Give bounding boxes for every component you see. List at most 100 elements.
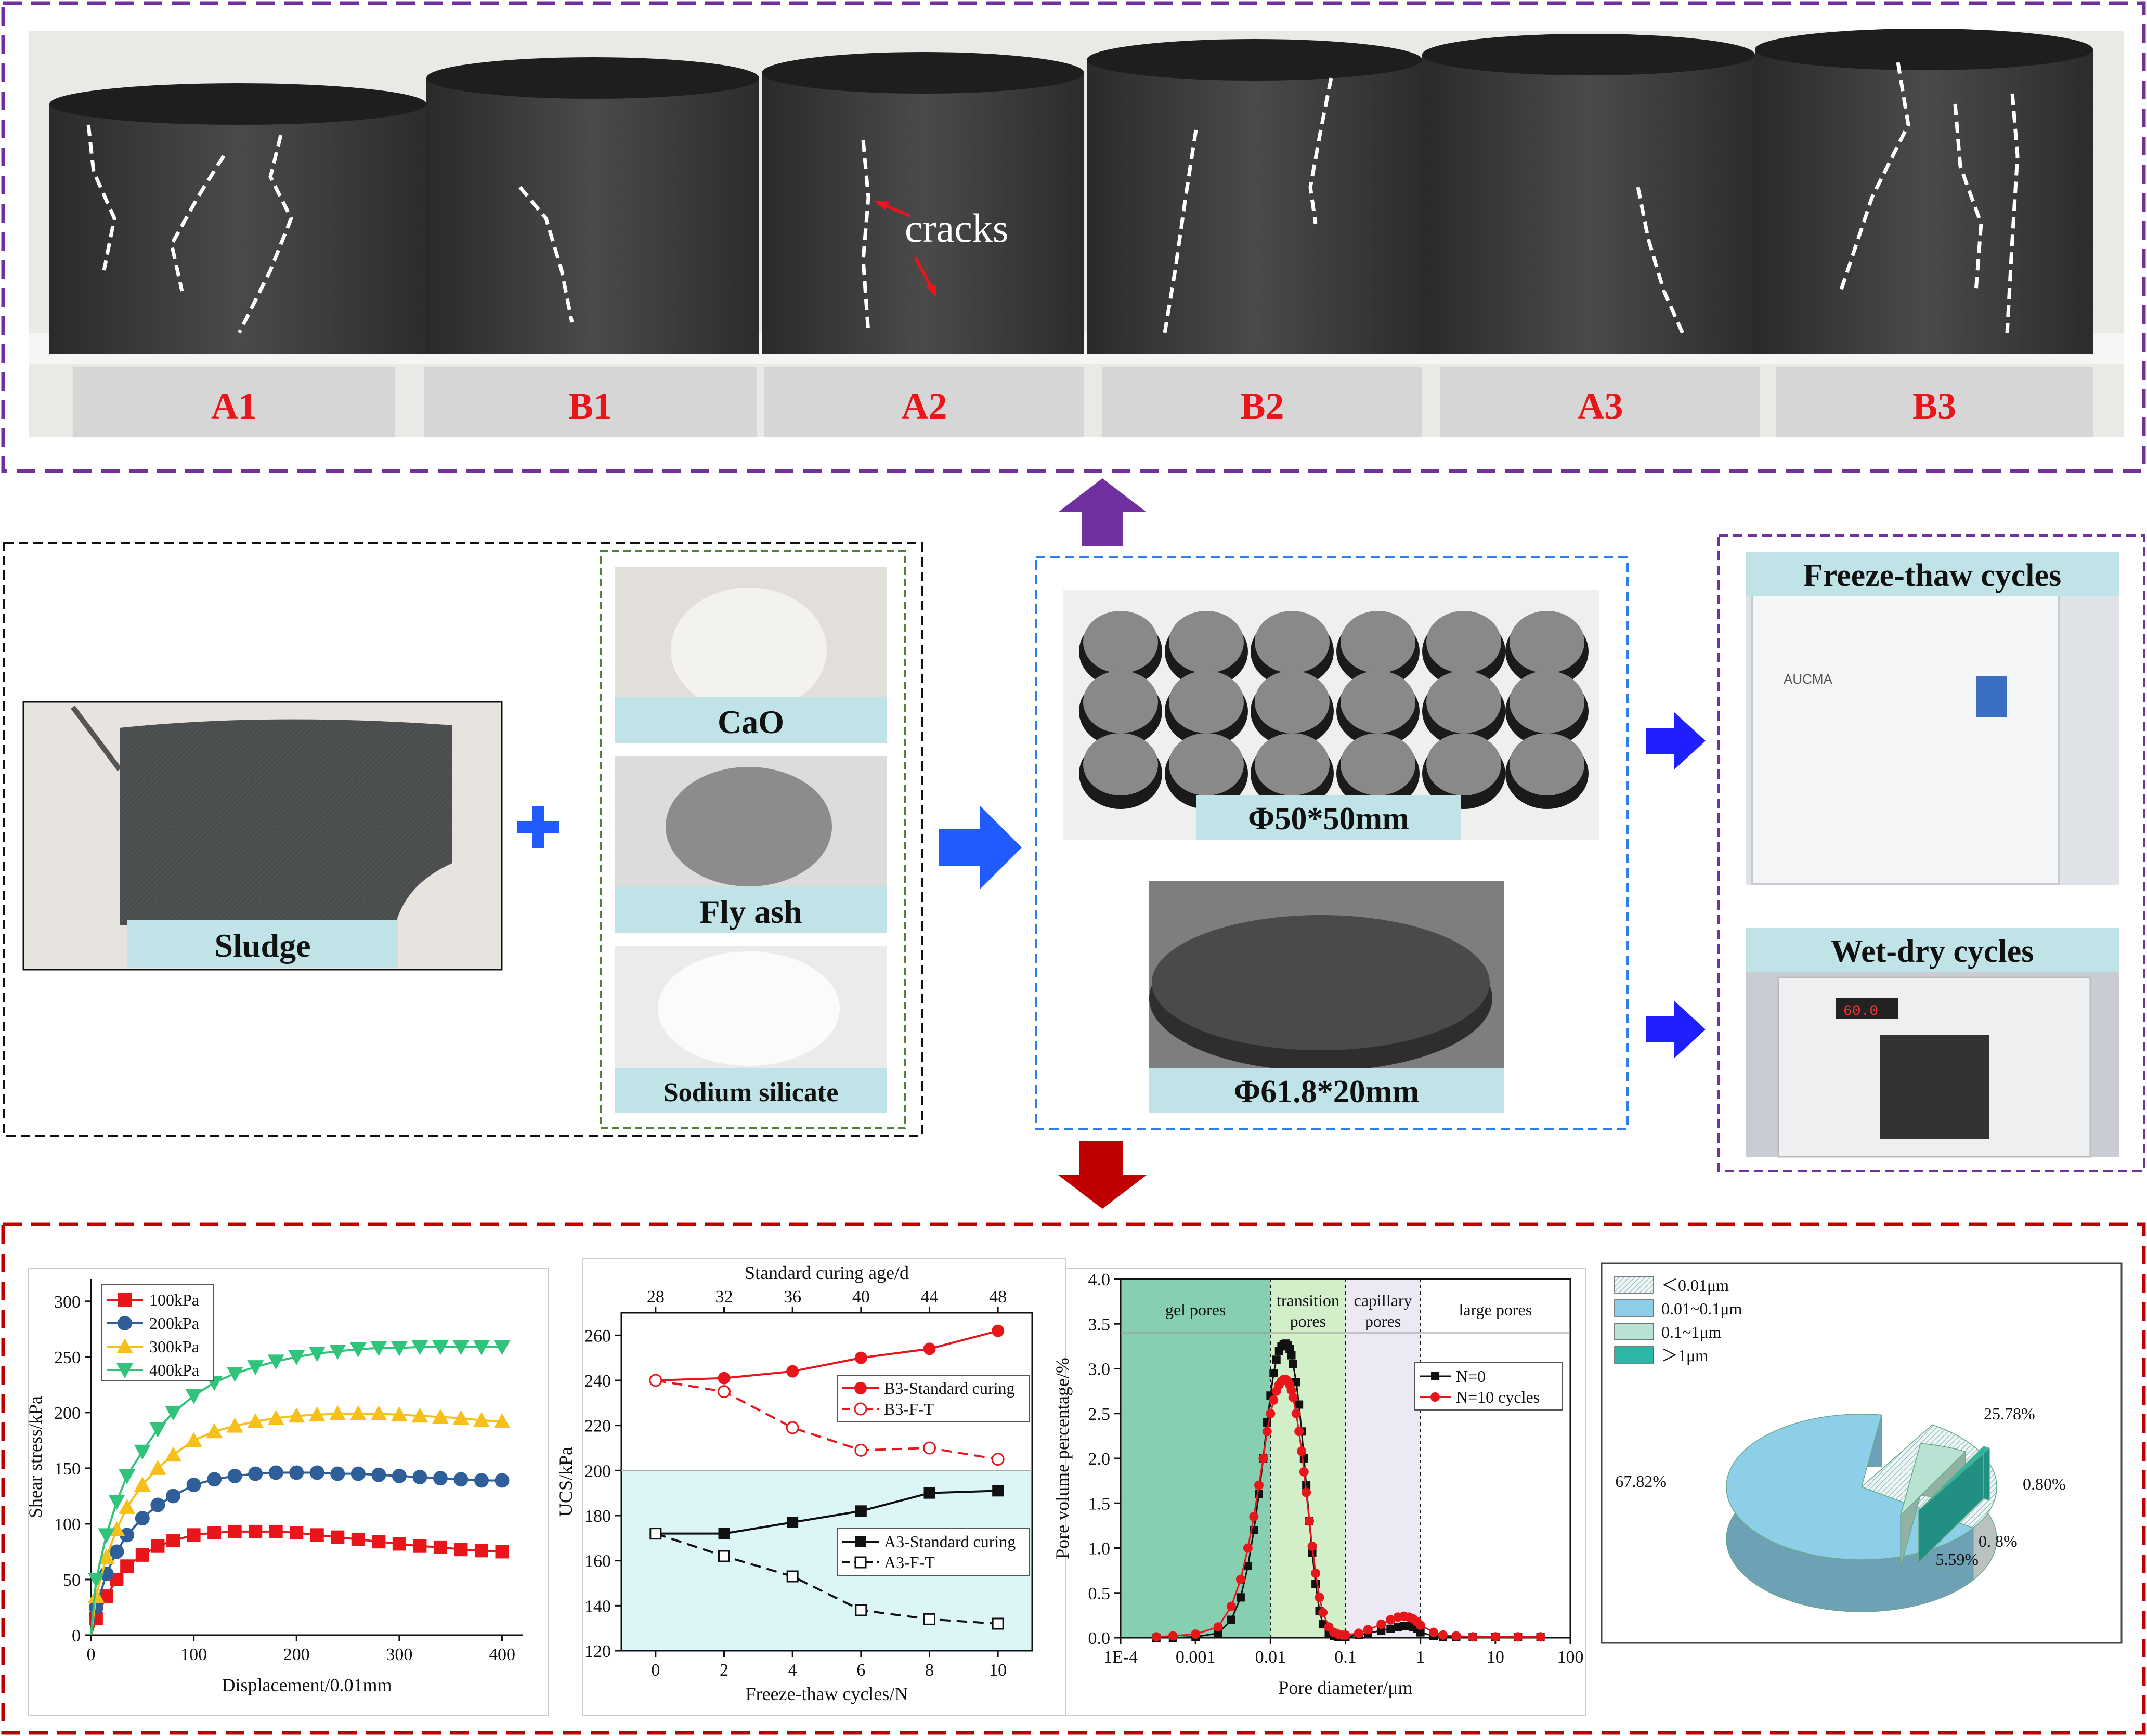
- data-point-A3-F-T: [718, 1550, 730, 1562]
- specimens-border: [1035, 556, 1629, 1130]
- data-point-B3-F-T: [649, 1374, 662, 1387]
- data-point-N=0: [1214, 1629, 1222, 1638]
- data-point-400kPa: [432, 1340, 449, 1355]
- legend-label: 0.1~1μm: [1661, 1323, 1721, 1341]
- legend-label: 400kPa: [149, 1361, 199, 1379]
- data-point-N=0: [1295, 1400, 1304, 1409]
- specimen-cylinder-top: [1755, 29, 2093, 70]
- legend-label: ＜0.01μm: [1661, 1276, 1729, 1295]
- y-tick-label: 200: [584, 1461, 611, 1481]
- arrow-down-red: [1058, 1141, 1147, 1209]
- legend-marker: [854, 1402, 867, 1416]
- x-top-tick-label: 36: [784, 1287, 801, 1307]
- data-point-300kPa: [134, 1477, 151, 1492]
- data-point-200kPa: [350, 1466, 366, 1481]
- specimen-cylinder: [426, 78, 759, 354]
- series-line-A3-F-T: [655, 1532, 998, 1625]
- data-point-N=10 cycles: [1307, 1542, 1317, 1551]
- legend-swatch: [1614, 1276, 1654, 1294]
- x-tick-label: 100: [1557, 1648, 1584, 1667]
- crack-line: [861, 140, 870, 333]
- data-point-N=10 cycles: [1490, 1632, 1500, 1642]
- data-point-200kPa: [150, 1497, 165, 1512]
- specimen-cylinder: [762, 73, 1084, 354]
- y-tick-label: 220: [584, 1417, 611, 1436]
- x-tick-label: 6: [856, 1661, 865, 1680]
- specimen-label: B1: [568, 385, 612, 427]
- crack-line: [1308, 77, 1333, 224]
- crack-line: [237, 135, 293, 334]
- specimen-label-box: [1102, 367, 1422, 437]
- data-point-N=10 cycles: [1258, 1454, 1268, 1463]
- data-point-N=10 cycles: [1429, 1627, 1439, 1637]
- conditions-panel: AUCMA Freeze-thaw cycles 60.0 Wet-dry cy…: [1717, 534, 2145, 1172]
- x-tick-label: 4: [788, 1661, 797, 1680]
- data-point-200kPa: [474, 1473, 489, 1488]
- data-point-300kPa: [206, 1423, 223, 1439]
- pie-value-label: 25.78%: [1984, 1404, 2035, 1423]
- specimens-panel: Φ50*50mm Φ61.8*20mm: [1035, 556, 1629, 1130]
- wet-dry-label: Wet-dry cycles: [1831, 934, 2034, 969]
- data-point-300kPa: [247, 1413, 264, 1428]
- data-point-200kPa: [495, 1473, 510, 1488]
- region-label: large pores: [1459, 1300, 1532, 1319]
- x-tick-label: 0.1: [1334, 1648, 1357, 1667]
- data-point-200kPa: [330, 1466, 345, 1481]
- y-tick-label: 160: [584, 1552, 611, 1571]
- specimen-cylinder: [1755, 49, 2093, 354]
- data-point-300kPa: [98, 1549, 115, 1564]
- y-tick-label: 2.0: [1088, 1450, 1111, 1469]
- data-point-A3-Standard curing: [855, 1505, 867, 1517]
- materials-panel: Sludge CaO Fly ash Sodium silicate: [3, 542, 923, 1137]
- data-point-N=10 cycles: [1513, 1632, 1523, 1642]
- x-axis-title: Displacement/0.01mm: [222, 1675, 392, 1695]
- cylinder-specimen-face: [1341, 733, 1415, 795]
- data-point-400kPa: [165, 1405, 182, 1421]
- y-axis-title: Pore volume percentage/%: [1052, 1358, 1073, 1559]
- y-tick-label: 1.0: [1088, 1539, 1111, 1559]
- data-point-100kPa: [392, 1537, 406, 1551]
- cylinder-specimen-face: [1510, 671, 1584, 733]
- data-point-N=0: [1243, 1562, 1252, 1570]
- disc-specimen-photo: Φ61.8*20mm: [1149, 881, 1504, 1113]
- pie-value-label: 0.80%: [2023, 1474, 2066, 1493]
- sludge-label: Sludge: [215, 927, 311, 964]
- legend-label: B3-Standard curing: [884, 1379, 1015, 1398]
- cylinder-specimen-face: [1169, 671, 1244, 733]
- crack-line: [86, 124, 116, 271]
- specimen-label-box: [764, 367, 1084, 437]
- data-point-A3-F-T: [786, 1570, 799, 1583]
- y-tick-label: 300: [54, 1293, 81, 1312]
- data-point-A3-F-T: [992, 1617, 1004, 1630]
- specimen-cylinder-top: [1422, 34, 1755, 75]
- x-tick-label: 8: [925, 1661, 934, 1680]
- data-point-400kPa: [134, 1444, 151, 1460]
- legend-label: 100kPa: [149, 1290, 199, 1309]
- data-point-300kPa: [226, 1417, 243, 1433]
- series-line-A3-Standard curing: [655, 1490, 998, 1535]
- cylinder-specimen-face: [1255, 671, 1330, 733]
- crack-line: [170, 155, 225, 292]
- region-label: pores: [1365, 1312, 1401, 1330]
- plus-icon: [517, 806, 559, 848]
- data-point-200kPa: [227, 1468, 242, 1483]
- data-point-N=10 cycles: [1168, 1631, 1178, 1641]
- data-point-100kPa: [310, 1528, 324, 1542]
- cylinder-specimen-face: [1510, 733, 1584, 795]
- specimen-photo: [49, 29, 2093, 354]
- conditions-border: [1717, 534, 2145, 1172]
- data-point-N=10 cycles: [1226, 1601, 1236, 1611]
- data-point-300kPa: [391, 1406, 408, 1422]
- data-point-N=10 cycles: [1291, 1408, 1301, 1418]
- data-point-N=10 cycles: [1415, 1620, 1425, 1630]
- pore-pie-chart: 25.78%67.82%5.59%0.80%0. 8%＜0.01μm0.01~0…: [1614, 1276, 2066, 1612]
- arrow-right-blue-3: [1646, 1001, 1706, 1058]
- data-point-400kPa: [185, 1389, 202, 1404]
- additive-label-cao: CaO: [718, 703, 784, 740]
- y-tick-label: 250: [54, 1348, 81, 1367]
- data-point-400kPa: [87, 1572, 105, 1588]
- data-point-A3-Standard curing: [787, 1517, 799, 1528]
- data-point-100kPa: [166, 1534, 180, 1548]
- data-point-N=10 cycles: [1286, 1385, 1296, 1395]
